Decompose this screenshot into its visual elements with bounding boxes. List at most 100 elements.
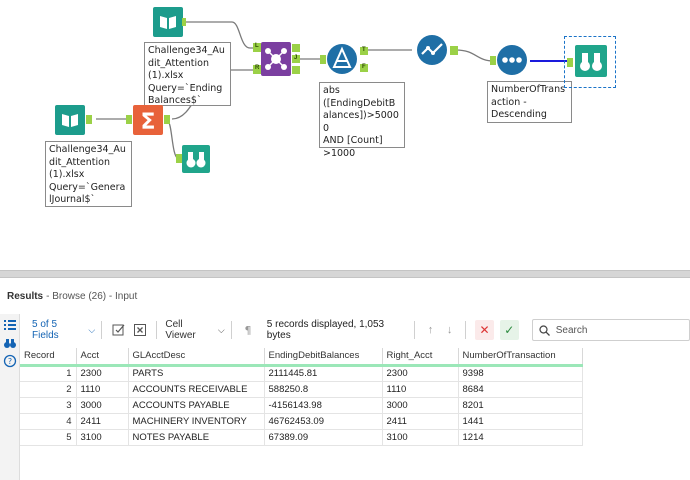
- cell-endingdebitbalances[interactable]: 588250.8: [264, 381, 383, 398]
- column-header-acct[interactable]: Acct: [76, 348, 129, 367]
- pilcrow-icon[interactable]: ¶: [242, 323, 255, 337]
- cell-endingdebitbalances[interactable]: 2111445.81: [264, 365, 383, 382]
- filter-icon: [320, 44, 368, 74]
- cell-record[interactable]: 1: [20, 365, 77, 382]
- search-box[interactable]: [531, 319, 690, 341]
- toolbar-separator: [101, 321, 103, 339]
- sort-icon: [490, 45, 527, 75]
- connection-formula-sort[interactable]: [455, 49, 495, 62]
- cell-acct[interactable]: 3000: [76, 397, 129, 414]
- column-header-right-acct[interactable]: Right_Acct: [382, 348, 459, 367]
- join-anchor-join-label: J: [294, 55, 298, 61]
- fields-dropdown[interactable]: 5 of 5 Fields ⌵: [20, 319, 95, 341]
- svg-text:Σ: Σ: [140, 110, 155, 135]
- connection-input1-join-left[interactable]: [184, 21, 256, 49]
- binoculars-icon: [567, 45, 607, 77]
- cell-numberoftransaction[interactable]: 9398: [458, 365, 583, 382]
- cell-numberoftransaction[interactable]: 8684: [458, 381, 583, 398]
- cancel-icon[interactable]: ✕: [475, 320, 494, 340]
- table-row[interactable]: 2 1110 ACCOUNTS RECEIVABLE 588250.8 1110…: [20, 381, 583, 398]
- cell-record[interactable]: 3: [20, 397, 77, 414]
- chevron-down-icon: ⌵: [88, 324, 96, 335]
- join-icon: [253, 42, 300, 76]
- arrow-down-icon[interactable]: ↓: [446, 324, 453, 336]
- binoculars-icon[interactable]: [3, 336, 17, 350]
- cell-glacctdesc[interactable]: NOTES PAYABLE: [128, 429, 265, 446]
- results-table[interactable]: Record Acct GLAcctDesc EndingDebitBalanc…: [20, 348, 583, 446]
- table-row[interactable]: 1 2300 PARTS 2111445.81 2300 9398: [20, 365, 583, 382]
- pane-splitter[interactable]: [0, 270, 690, 278]
- cell-acct[interactable]: 3100: [76, 429, 129, 446]
- filter-anchor-false-label: F: [362, 64, 366, 70]
- workflow-canvas[interactable]: Challenge34_Audit_Attention (1).xlsx Que…: [0, 0, 690, 270]
- table-row[interactable]: 5 3100 NOTES PAYABLE 67389.09 3100 1214: [20, 429, 583, 446]
- cell-record[interactable]: 4: [20, 413, 77, 430]
- sort-tool[interactable]: [490, 44, 534, 83]
- filter-anchor-true-label: T: [362, 47, 366, 53]
- cell-viewer-dropdown[interactable]: Cell Viewer ⌵: [163, 319, 224, 341]
- clear-box-icon[interactable]: [133, 323, 147, 337]
- browse-tool-selected[interactable]: [564, 36, 616, 88]
- cell-endingdebitbalances[interactable]: 67389.09: [264, 429, 383, 446]
- cell-glacctdesc[interactable]: MACHINERY INVENTORY: [128, 413, 265, 430]
- results-grid: Record Acct GLAcctDesc EndingDebitBalanc…: [20, 346, 690, 480]
- book-icon: [153, 7, 186, 37]
- cell-right-acct[interactable]: 2411: [382, 413, 459, 430]
- cell-numberoftransaction[interactable]: 1214: [458, 429, 583, 446]
- toolbar-separator: [414, 321, 415, 339]
- records-info: 5 records displayed, 1,053 bytes: [266, 319, 385, 341]
- cell-glacctdesc[interactable]: PARTS: [128, 365, 265, 382]
- results-toolbar: 5 of 5 Fields ⌵ Cell Viewer ⌵ ¶ 5 record…: [20, 314, 690, 346]
- cell-right-acct[interactable]: 3000: [382, 397, 459, 414]
- cell-right-acct[interactable]: 3100: [382, 429, 459, 446]
- results-header: Results - Browse (26) - Input: [0, 278, 690, 314]
- toolbar-separator: [156, 321, 158, 339]
- cell-record[interactable]: 2: [20, 381, 77, 398]
- join-tool[interactable]: L R J: [252, 40, 302, 85]
- checkmark-icon: [417, 35, 458, 65]
- column-header-glacctdesc[interactable]: GLAcctDesc: [128, 348, 265, 367]
- filter-tool[interactable]: T F: [320, 42, 372, 83]
- table-row[interactable]: 3 3000 ACCOUNTS PAYABLE -4156143.98 3000…: [20, 397, 583, 414]
- edit-checkbox-icon[interactable]: [112, 323, 125, 337]
- search-input[interactable]: [555, 324, 686, 336]
- cell-right-acct[interactable]: 2300: [382, 365, 459, 382]
- cell-viewer-label: Cell Viewer: [165, 319, 196, 341]
- formula-tool[interactable]: [410, 34, 462, 73]
- help-icon[interactable]: ?: [3, 354, 17, 368]
- accept-icon[interactable]: ✓: [499, 320, 519, 340]
- annotation-filter-expression: abs ([EndingDebitBalances])>50000 AND [C…: [319, 82, 405, 159]
- cell-right-acct[interactable]: 1110: [382, 381, 459, 398]
- summarize-tool[interactable]: Σ: [126, 104, 176, 143]
- cell-acct[interactable]: 2300: [76, 365, 129, 382]
- join-anchor-right-label: R: [255, 65, 260, 71]
- browse-tool-summarize-output[interactable]: [176, 144, 216, 181]
- cell-acct[interactable]: 2411: [76, 413, 129, 430]
- cell-glacctdesc[interactable]: ACCOUNTS PAYABLE: [128, 397, 265, 414]
- book-icon: [55, 105, 92, 135]
- table-row[interactable]: 4 2411 MACHINERY INVENTORY 46762453.09 2…: [20, 413, 583, 430]
- sigma-icon: Σ: [126, 105, 170, 135]
- input-data-tool-ending-balances[interactable]: [152, 6, 186, 45]
- table-header-row: Record Acct GLAcctDesc EndingDebitBalanc…: [20, 348, 583, 367]
- cell-acct[interactable]: 1110: [76, 381, 129, 398]
- column-header-numberoftransaction[interactable]: NumberOfTransaction: [458, 348, 583, 367]
- cell-endingdebitbalances[interactable]: 46762453.09: [264, 413, 383, 430]
- toolbar-separator: [230, 321, 232, 339]
- list-view-icon[interactable]: [3, 318, 17, 332]
- results-title: Results: [7, 290, 44, 302]
- cell-endingdebitbalances[interactable]: -4156143.98: [264, 397, 383, 414]
- input-data-tool-general-journal[interactable]: [54, 104, 94, 141]
- join-anchor-left-label: L: [255, 43, 259, 49]
- column-header-record[interactable]: Record: [20, 348, 77, 367]
- arrow-up-icon[interactable]: ↑: [427, 324, 434, 336]
- column-header-endingdebitbalances[interactable]: EndingDebitBalances: [264, 348, 383, 367]
- cell-record[interactable]: 5: [20, 429, 77, 446]
- fields-dropdown-label: 5 of 5 Fields: [32, 319, 59, 341]
- annotation-ending-balances: Challenge34_Audit_Attention (1).xlsx Que…: [144, 42, 231, 106]
- cell-numberoftransaction[interactable]: 8201: [458, 397, 583, 414]
- cell-glacctdesc[interactable]: ACCOUNTS RECEIVABLE: [128, 381, 265, 398]
- svg-text:?: ?: [8, 357, 12, 366]
- cell-numberoftransaction[interactable]: 1441: [458, 413, 583, 430]
